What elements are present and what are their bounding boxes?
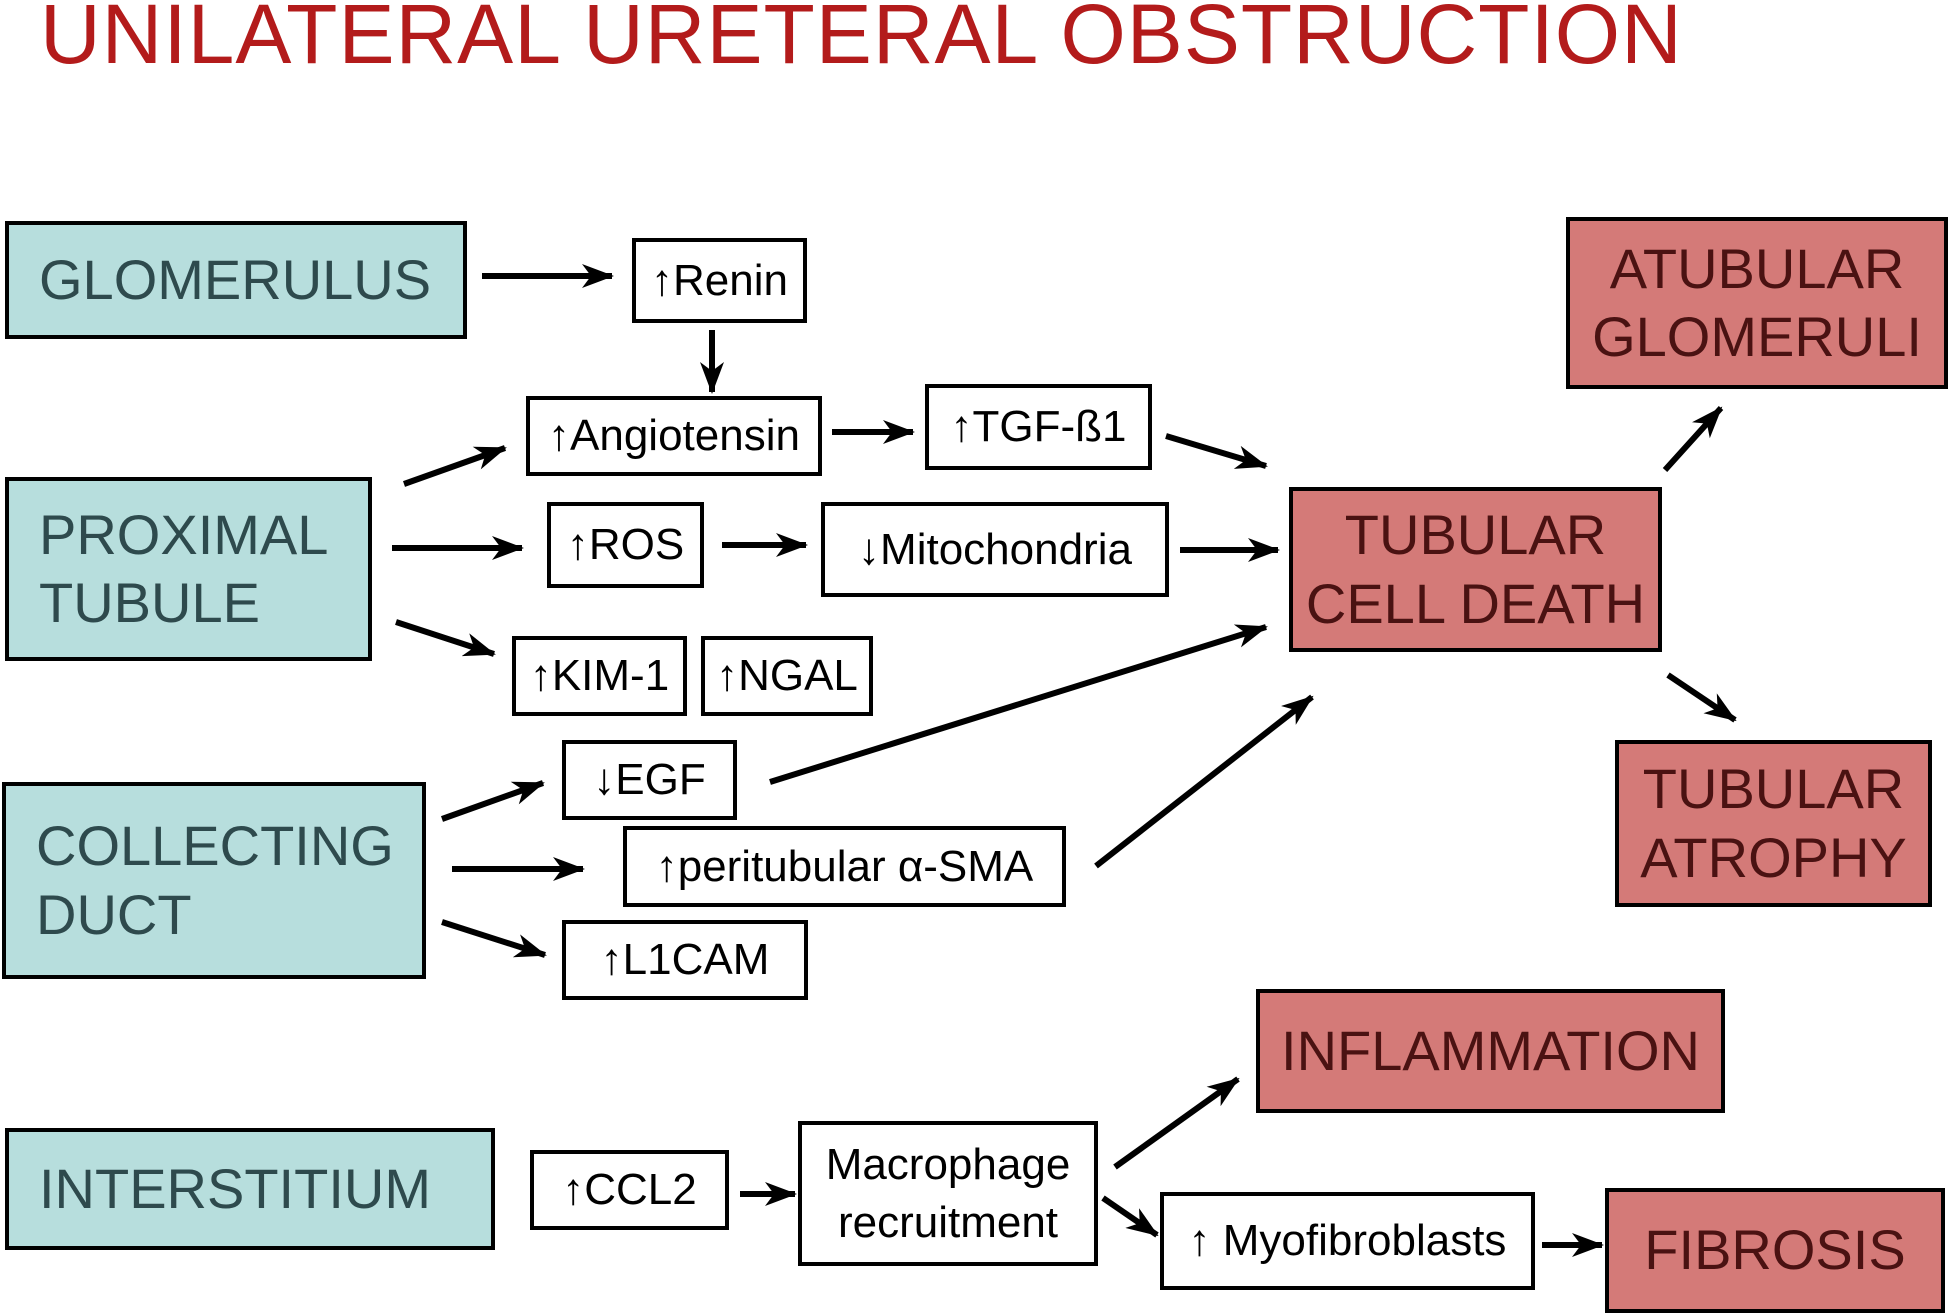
ngal-label: ↑NGAL	[716, 651, 858, 701]
ccl2-label: ↑CCL2	[562, 1165, 697, 1215]
renin-label: ↑Renin	[651, 255, 788, 305]
tubular-cell-death-box: TUBULAR CELL DEATH	[1289, 487, 1662, 652]
inflammation-box: INFLAMMATION	[1256, 989, 1725, 1113]
ros-box: ↑ROS	[547, 502, 704, 588]
atubular-glomeruli-box: ATUBULAR GLOMERULI	[1566, 217, 1948, 389]
arrow-macrophage-myofibroblasts	[1101, 1195, 1159, 1238]
arrow-egf-celldeath	[769, 624, 1268, 785]
fibrosis-label: FIBROSIS	[1644, 1218, 1906, 1282]
fibrosis-box: FIBROSIS	[1605, 1188, 1945, 1313]
arrow-celldeath-atubular	[1662, 405, 1724, 473]
myofibroblasts-box: ↑ Myofibroblasts	[1160, 1192, 1535, 1290]
glomerulus-label: GLOMERULUS	[39, 247, 432, 311]
inflammation-label: INFLAMMATION	[1281, 1018, 1700, 1082]
arrow-collecting-egf	[440, 780, 545, 822]
mitochondria-label: ↓Mitochondria	[858, 524, 1132, 574]
renin-box: ↑Renin	[632, 238, 807, 323]
tubular-atrophy-box: TUBULAR ATROPHY	[1615, 740, 1932, 907]
arrow-proximal-kim1	[395, 619, 496, 657]
interstitium-label: INTERSTITIUM	[39, 1156, 431, 1220]
tubular-atrophy-label-line1: TUBULAR	[1642, 757, 1905, 821]
proximal-tubule-box: PROXIMAL TUBULE	[5, 477, 372, 661]
arrow-collecting-l1cam	[441, 919, 547, 958]
arrow-celldeath-atrophy	[1666, 672, 1737, 723]
alpha-sma-label: ↑peritubular α-SMA	[655, 841, 1034, 891]
macrophage-box: Macrophage recruitment	[798, 1121, 1098, 1266]
l1cam-box: ↑L1CAM	[562, 920, 808, 1000]
kim1-box: ↑KIM-1	[512, 636, 687, 716]
proximal-tubule-label-line2: TUBULE	[39, 571, 260, 634]
ccl2-box: ↑CCL2	[530, 1150, 729, 1230]
arrow-proximal-angiotensin	[402, 445, 507, 487]
arrow-macrophage-inflammation	[1113, 1076, 1240, 1170]
tgf-b1-box: ↑TGF-ß1	[925, 384, 1152, 470]
egf-label: ↓EGF	[593, 755, 706, 805]
kim1-label: ↑KIM-1	[529, 651, 670, 701]
collecting-duct-box: COLLECTING DUCT	[2, 782, 426, 979]
angiotensin-box: ↑Angiotensin	[526, 396, 822, 476]
tubular-cell-death-label-line1: TUBULAR	[1344, 503, 1607, 567]
arrow-tgf-celldeath	[1165, 433, 1268, 469]
tgf-b1-label: ↑TGF-ß1	[950, 402, 1127, 452]
mitochondria-box: ↓Mitochondria	[821, 502, 1169, 597]
tubular-atrophy-label-line2: ATROPHY	[1640, 825, 1907, 889]
interstitium-box: INTERSTITIUM	[5, 1128, 495, 1250]
collecting-duct-label-line2: DUCT	[36, 882, 192, 946]
l1cam-label: ↑L1CAM	[600, 935, 770, 985]
macrophage-label-line2: recruitment	[837, 1197, 1059, 1247]
proximal-tubule-label-line1: PROXIMAL	[39, 502, 329, 566]
atubular-glomeruli-label-line1: ATUBULAR	[1609, 236, 1905, 300]
tubular-cell-death-label-line2: CELL DEATH	[1305, 571, 1646, 635]
atubular-glomeruli-label-line2: GLOMERULI	[1592, 305, 1922, 368]
arrow-sma-celldeath	[1094, 694, 1314, 869]
ros-label: ↑ROS	[566, 520, 685, 570]
alpha-sma-box: ↑peritubular α-SMA	[623, 826, 1066, 907]
diagram-title: UNILATERAL URETERAL OBSTRUCTION	[40, 0, 1683, 81]
ngal-box: ↑NGAL	[701, 636, 873, 716]
myofibroblasts-label: ↑ Myofibroblasts	[1188, 1216, 1507, 1266]
macrophage-label-line1: Macrophage	[825, 1140, 1071, 1190]
angiotensin-label: ↑Angiotensin	[548, 411, 800, 461]
egf-box: ↓EGF	[562, 740, 737, 820]
glomerulus-box: GLOMERULUS	[5, 221, 467, 339]
collecting-duct-label-line1: COLLECTING	[36, 814, 394, 878]
